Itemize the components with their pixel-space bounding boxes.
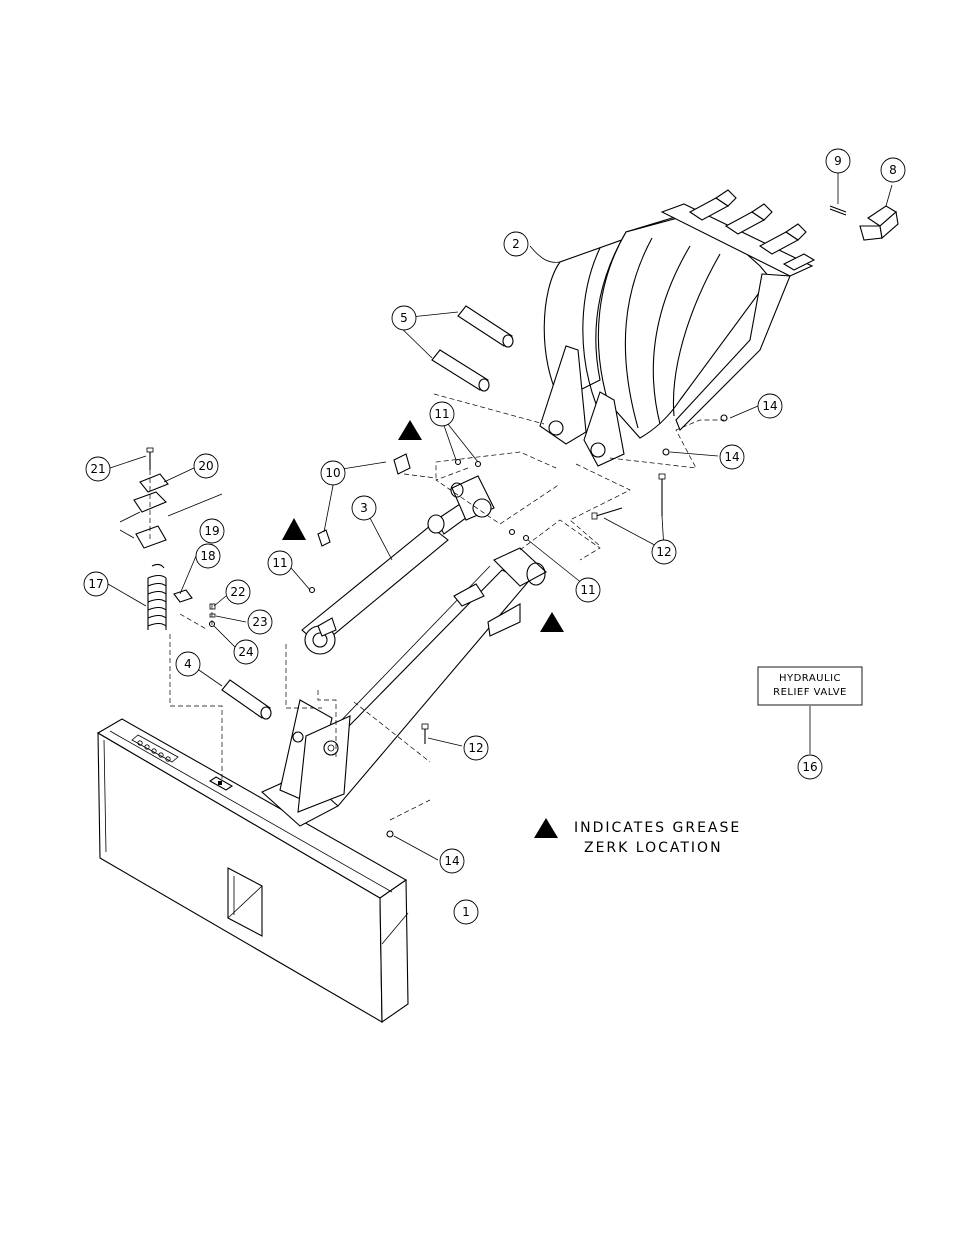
relief-valve-box: HYDRAULIC RELIEF VALVE [758, 667, 862, 705]
callout-10: 10 [321, 461, 345, 485]
svg-text:20: 20 [198, 459, 213, 473]
callout-17: 17 [84, 572, 108, 596]
pin-9 [830, 206, 846, 215]
svg-text:5: 5 [400, 311, 408, 325]
svg-text:9: 9 [834, 154, 842, 168]
callout-11-left: 11 [268, 551, 292, 575]
callout-16: 16 [798, 755, 822, 779]
legend-line1: INDICATES GREASE [574, 820, 741, 836]
svg-text:17: 17 [88, 577, 103, 591]
callout-19: 19 [200, 519, 224, 543]
svg-text:14: 14 [762, 399, 777, 413]
svg-text:24: 24 [238, 645, 253, 659]
callout-3: 3 [352, 496, 376, 520]
svg-text:1: 1 [462, 905, 470, 919]
svg-text:21: 21 [90, 462, 105, 476]
svg-text:16: 16 [802, 760, 817, 774]
hardware [134, 415, 727, 837]
callout-9: 9 [826, 149, 850, 173]
svg-text:11: 11 [580, 583, 595, 597]
callout-14-mid: 14 [720, 445, 744, 469]
svg-text:11: 11 [272, 556, 287, 570]
svg-text:22: 22 [230, 585, 245, 599]
boom-arm [262, 548, 546, 826]
callout-1: 1 [454, 900, 478, 924]
svg-text:2: 2 [512, 237, 520, 251]
svg-text:12: 12 [656, 545, 671, 559]
grease-triangle-3 [540, 612, 564, 632]
callout-20: 20 [194, 454, 218, 478]
callout-24: 24 [234, 640, 258, 664]
callout-11-right: 11 [576, 578, 600, 602]
callout-8: 8 [881, 158, 905, 182]
pin-4 [222, 680, 271, 719]
pin-5-upper [458, 306, 513, 347]
bucket [540, 190, 814, 466]
callout-12-lower: 12 [464, 736, 488, 760]
callout-14-lower: 14 [440, 849, 464, 873]
svg-text:8: 8 [889, 163, 897, 177]
svg-text:23: 23 [252, 615, 267, 629]
svg-text:4: 4 [184, 657, 192, 671]
svg-text:18: 18 [200, 549, 215, 563]
svg-text:14: 14 [724, 450, 739, 464]
callout-21: 21 [86, 457, 110, 481]
svg-text:11: 11 [434, 407, 449, 421]
pin-5-lower [432, 350, 489, 391]
callout-4: 4 [176, 652, 200, 676]
svg-text:12: 12 [468, 741, 483, 755]
svg-text:3: 3 [360, 501, 368, 515]
svg-text:14: 14 [444, 854, 459, 868]
spring-17 [148, 564, 166, 630]
legend-triangle [534, 818, 558, 838]
svg-text:10: 10 [325, 466, 340, 480]
tooth-8 [860, 206, 898, 240]
callout-22: 22 [226, 580, 250, 604]
svg-text:19: 19 [204, 524, 219, 538]
callout-18: 18 [196, 544, 220, 568]
grease-triangle-2 [282, 518, 306, 540]
callout-12-right: 12 [652, 540, 676, 564]
legend-line2: ZERK LOCATION [584, 840, 723, 856]
callout-11-top: 11 [430, 402, 454, 426]
grease-triangle-1 [398, 420, 422, 440]
relief-valve-line2: RELIEF VALVE [773, 687, 847, 698]
callout-23: 23 [248, 610, 272, 634]
callout-14-bucket: 14 [758, 394, 782, 418]
callout-2: 2 [504, 232, 528, 256]
relief-valve-line1: HYDRAULIC [779, 673, 841, 684]
callout-5: 5 [392, 306, 416, 330]
